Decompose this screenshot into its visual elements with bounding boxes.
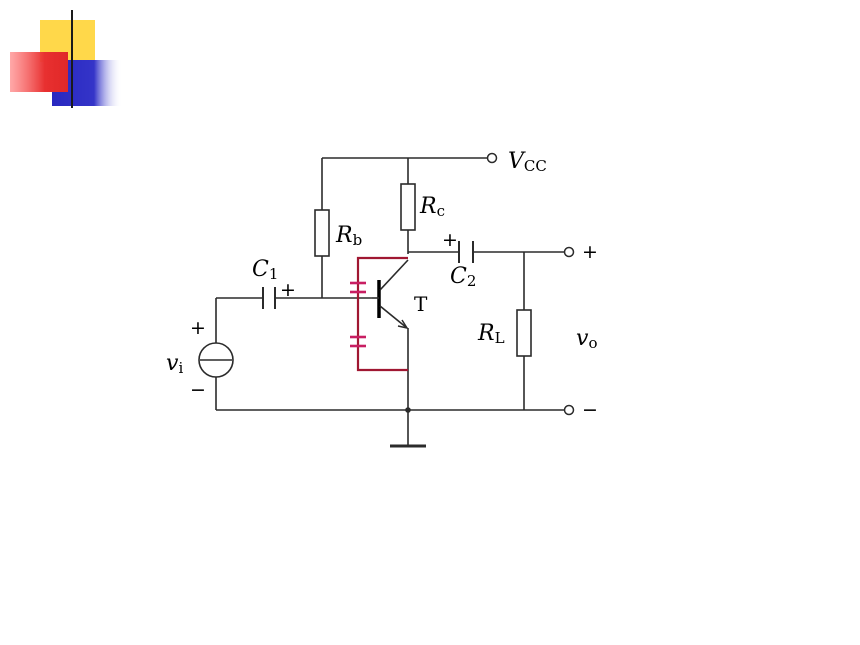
- input-plus-sign: +: [190, 317, 206, 339]
- output-minus-terminal: [563, 404, 575, 416]
- base-resistor: [314, 209, 330, 257]
- load-resistor: [516, 309, 532, 357]
- transistor: [372, 259, 409, 370]
- input-voltage-label: vi: [166, 351, 183, 377]
- vcc-label: VCC: [508, 149, 547, 175]
- vcc-terminal: [486, 152, 498, 164]
- collector-resistor-label: Rc: [419, 194, 445, 220]
- circuit-wires: [215, 157, 564, 448]
- output-capacitor-polarity: +: [442, 229, 458, 251]
- collector-resistor: [400, 183, 416, 231]
- input-capacitor-label: C1: [252, 257, 278, 283]
- input-capacitor: [262, 287, 276, 309]
- emitter-arrow-icon: [397, 319, 409, 330]
- input-minus-sign: −: [190, 379, 206, 401]
- output-voltage-label: vo: [576, 326, 597, 352]
- input-capacitor-polarity: +: [280, 279, 296, 301]
- output-minus-sign: −: [582, 399, 598, 421]
- transistor-label: T: [414, 292, 428, 316]
- load-resistor-label: RL: [477, 321, 505, 347]
- input-voltage-source: [198, 342, 234, 378]
- header-decoration: [10, 10, 810, 108]
- output-plus-sign: +: [582, 241, 598, 263]
- junction-capacitance: [350, 256, 408, 372]
- output-capacitor-label: C2: [450, 264, 476, 290]
- output-plus-terminal: [563, 246, 575, 258]
- base-resistor-label: Rb: [335, 223, 362, 249]
- output-capacitor: [458, 241, 474, 263]
